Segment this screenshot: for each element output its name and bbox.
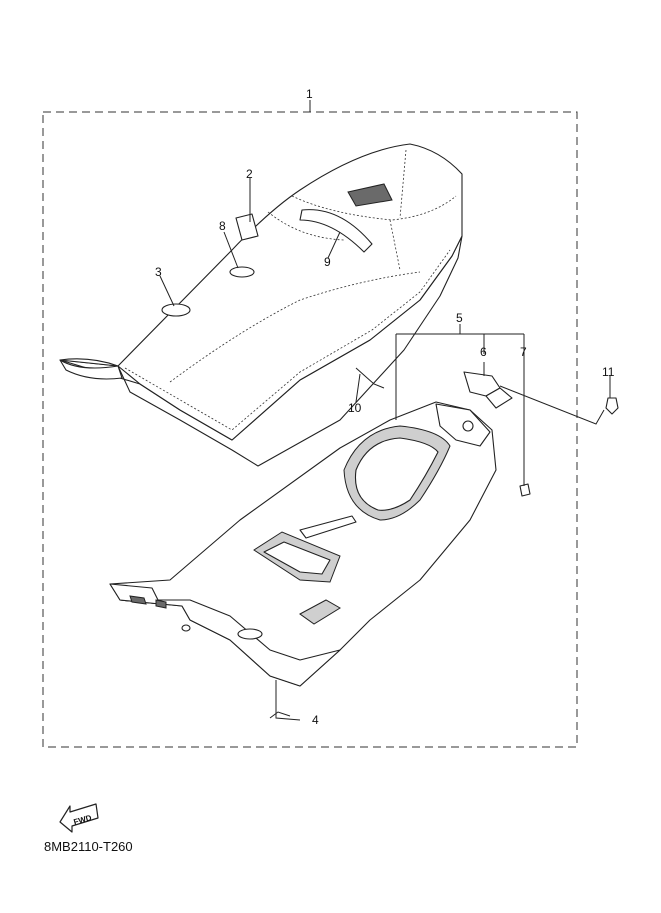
- bracket-part-6-tab: [485, 387, 513, 409]
- seat-assembly: [59, 143, 463, 467]
- callout-3: 3: [155, 265, 162, 279]
- callout-6: 6: [480, 345, 487, 359]
- callout-8: 8: [219, 219, 226, 233]
- leader-lines: [159, 100, 611, 721]
- callout-5: 5: [456, 311, 463, 325]
- band-part-10: [355, 367, 385, 389]
- bolt-part-11: [605, 397, 619, 415]
- callout-2: 2: [246, 167, 253, 181]
- callout-11: 11: [602, 365, 615, 379]
- callout-7: 7: [520, 345, 527, 359]
- drawing-code: 8MB2110-T260: [44, 839, 133, 854]
- seat-base: [109, 401, 497, 687]
- clip-part-4: [269, 711, 291, 719]
- callout-1: 1: [306, 87, 313, 101]
- callout-4: 4: [312, 713, 319, 727]
- callout-9: 9: [324, 255, 331, 269]
- fwd-arrow-icon: FWD: [59, 803, 99, 833]
- callout-10: 10: [348, 401, 362, 415]
- nut-part-7: [519, 483, 531, 497]
